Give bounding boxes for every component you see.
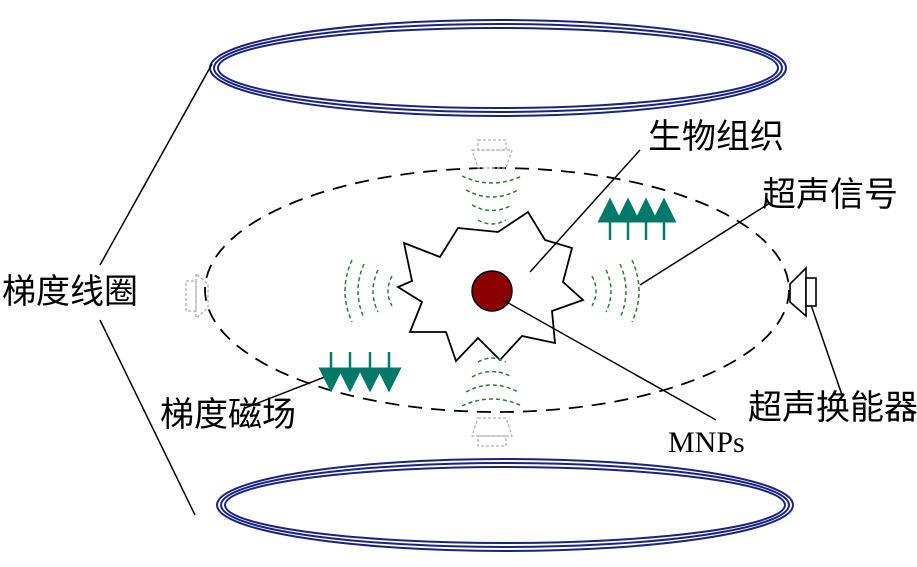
ultrasound-waves-top [461,175,523,225]
ultrasound-waves-left [344,259,393,323]
transducer-icon [789,266,817,318]
ghost-transducer-bottom [471,417,513,447]
field-arrows-up [597,197,677,240]
mnps-label: MNPs [668,426,745,459]
coil-leader-bottom [99,319,196,516]
transducer-leader [809,301,843,396]
coil-leader-top [99,63,213,266]
ultrasound-signal-label: 超声信号 [762,175,898,215]
mnp-particle [471,270,513,312]
mnps-leader [502,299,717,421]
bio-tissue-label: 生物组织 [648,117,784,157]
gradient-field-label: 梯度磁场 [160,395,296,435]
tissue-leader [529,149,641,273]
gradient-coil-label: 梯度线圈 [2,272,138,312]
top-coil [209,19,787,117]
ultrasound-waves-bottom [461,357,523,407]
ultrasound-waves-right [591,259,640,323]
transducer-label: 超声换能器 [748,388,917,428]
bottom-coil [216,458,794,552]
ghost-transducer-top [471,139,513,169]
field-arrows-down [318,352,402,393]
ghost-transducer-left [185,272,209,320]
signal-leader [639,202,771,286]
